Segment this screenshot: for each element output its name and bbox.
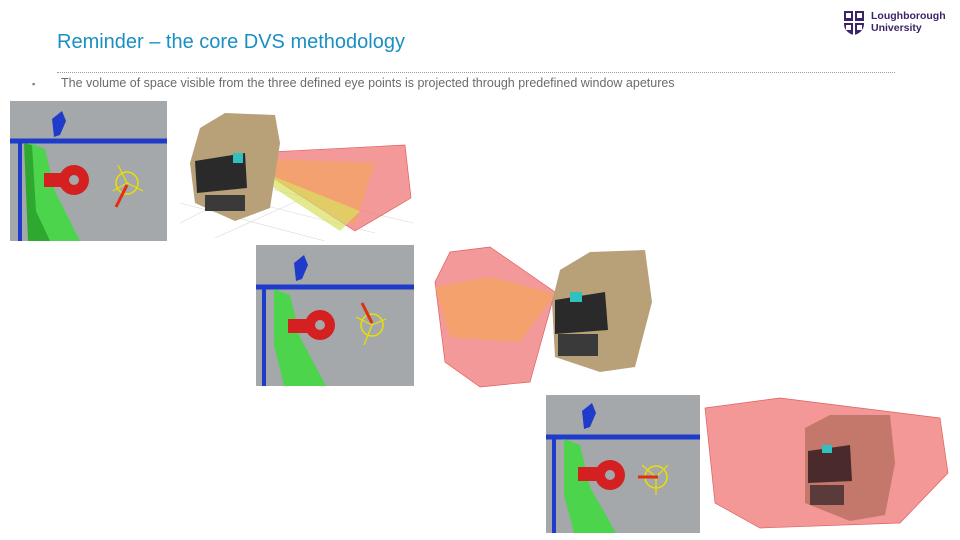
title-divider xyxy=(57,72,895,73)
bullet-marker: ▪ xyxy=(32,79,36,89)
cad-eyepoint-view-3 xyxy=(546,395,700,533)
dvs-projection-view-1 xyxy=(175,103,413,241)
cad-eyepoint-view-1 xyxy=(10,101,167,241)
bullet-text: The volume of space visible from the thr… xyxy=(61,76,675,90)
university-crest-icon xyxy=(844,11,864,35)
dvs-projection-view-3 xyxy=(700,393,952,533)
dvs-projection-view-2 xyxy=(430,242,656,390)
logo-text-line2: University xyxy=(871,22,922,34)
slide-title: Reminder – the core DVS methodology xyxy=(57,31,405,53)
cad-eyepoint-view-2 xyxy=(256,245,414,386)
logo-text-line1: Loughborough xyxy=(871,10,946,22)
university-logo xyxy=(843,8,953,38)
